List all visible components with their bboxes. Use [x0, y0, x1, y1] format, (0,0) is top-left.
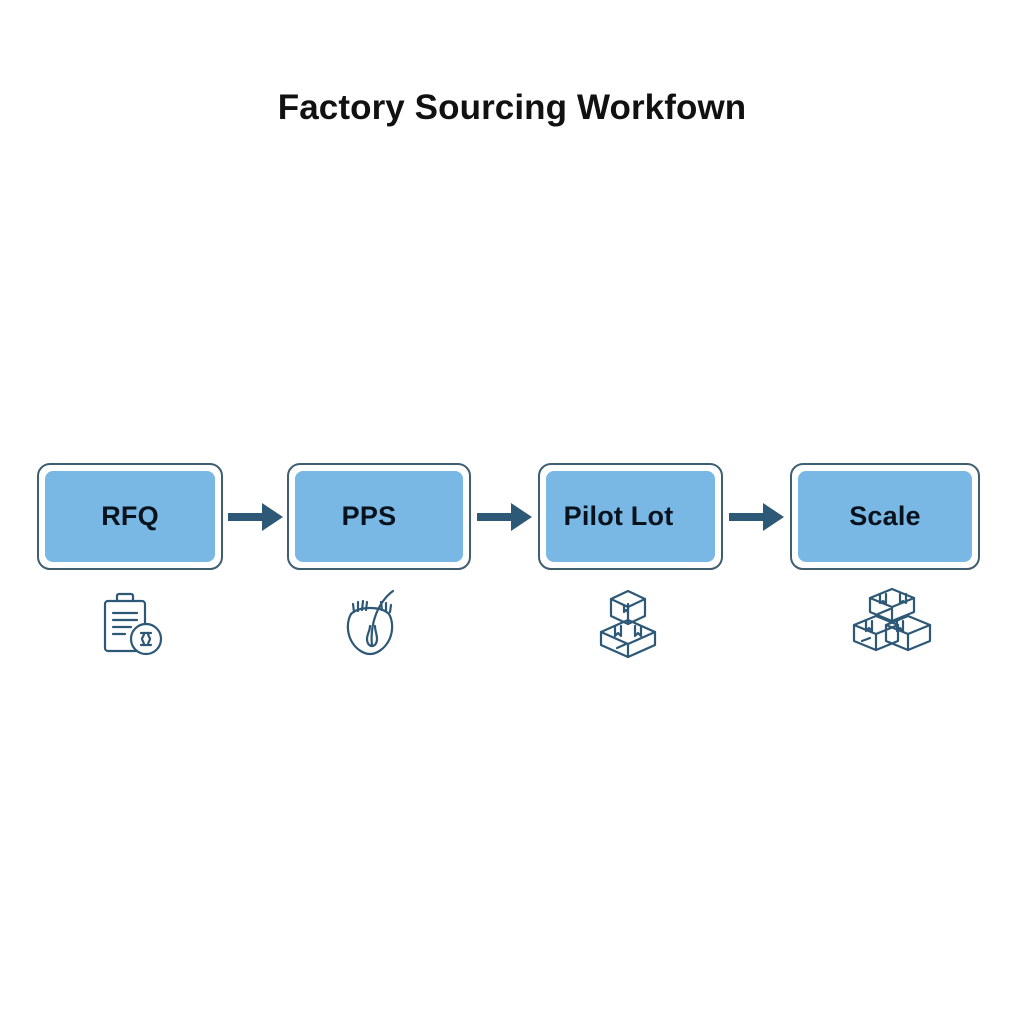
stage-label-rfq: RFQ: [101, 501, 159, 531]
stage-label-scale: Scale: [849, 501, 921, 531]
stage-label-pilot-lot: Pilot Lot: [563, 501, 674, 531]
stacked-boxes-two-icon: [583, 583, 673, 665]
hair-follicle-glyph: [346, 589, 395, 656]
arrow-right-icon: [477, 503, 532, 531]
arrow-right-icon: [729, 503, 784, 531]
clipboard-document-badge-glyph: [103, 592, 163, 656]
stage-box-fill: RFQ: [45, 471, 215, 562]
stacked-boxes-three-icon: [847, 583, 937, 665]
stage-label-pps: PPS: [341, 501, 397, 531]
process-flow-row: RFQ PPS Pilot Lot: [0, 463, 1024, 573]
clipboard-document-badge-icon: [88, 583, 178, 665]
stage-box-scale[interactable]: Scale: [790, 463, 980, 570]
stage-icon-row: [0, 583, 1024, 673]
stage-box-rfq[interactable]: RFQ: [37, 463, 223, 570]
stage-box-pps[interactable]: PPS: [287, 463, 471, 570]
stage-box-fill: PPS: [295, 471, 463, 562]
flow-arrow-pilot-lot-to-scale: [729, 501, 785, 533]
stacked-boxes-three-glyph: [852, 587, 932, 652]
flow-arrow-rfq-to-pps: [228, 501, 284, 533]
page-title: Factory Sourcing Workfown: [277, 88, 747, 127]
stage-box-fill: Pilot Lot: [546, 471, 715, 562]
stacked-boxes-two-glyph: [599, 589, 657, 659]
hair-follicle-icon: [328, 583, 418, 665]
arrow-right-icon: [228, 503, 283, 531]
stage-box-pilot-lot[interactable]: Pilot Lot: [538, 463, 723, 570]
stage-box-fill: Scale: [798, 471, 972, 562]
flow-arrow-pps-to-pilot-lot: [477, 501, 533, 533]
